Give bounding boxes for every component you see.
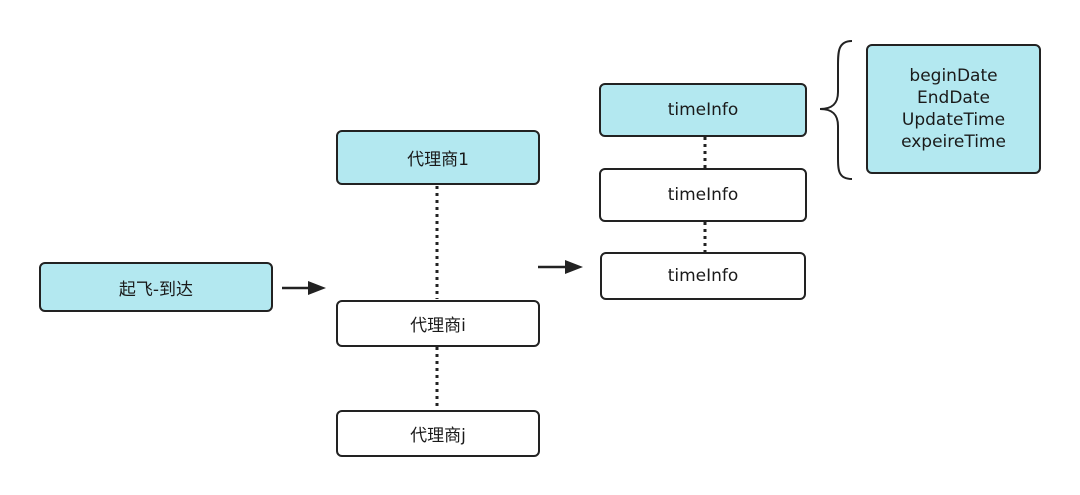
agent-j-node: 代理商j [336,410,540,457]
attribute-end-date: EndDate [917,88,990,108]
timeinfo-attributes-node: beginDate EndDate UpdateTime expeireTime [866,44,1041,174]
flight-route-label: 起飞-到达 [118,279,194,300]
attribute-expire-time: expeireTime [901,132,1006,152]
agent-i-label: 代理商i [410,316,466,336]
agent-j-label: 代理商j [410,426,466,446]
agent-i-node: 代理商i [336,300,540,347]
timeinfo-3-label: timeInfo [667,266,739,286]
attribute-begin-date: beginDate [909,66,998,86]
flight-route-node: 起飞-到达 [39,262,273,312]
timeinfo-3-node: timeInfo [600,252,806,300]
attribute-update-time: UpdateTime [901,110,1006,130]
curly-brace [819,40,853,180]
arrowhead-agents-to-timeinfo [565,260,583,274]
agent-1-label: 代理商1 [407,150,469,170]
timeinfo-2-label: timeInfo [667,185,739,205]
timeinfo-2-node: timeInfo [599,168,807,222]
timeinfo-1-label: timeInfo [667,100,739,120]
timeinfo-1-node: timeInfo [599,83,807,137]
agent-1-node: 代理商1 [336,130,540,185]
arrowhead-flight-to-agents [308,281,326,295]
